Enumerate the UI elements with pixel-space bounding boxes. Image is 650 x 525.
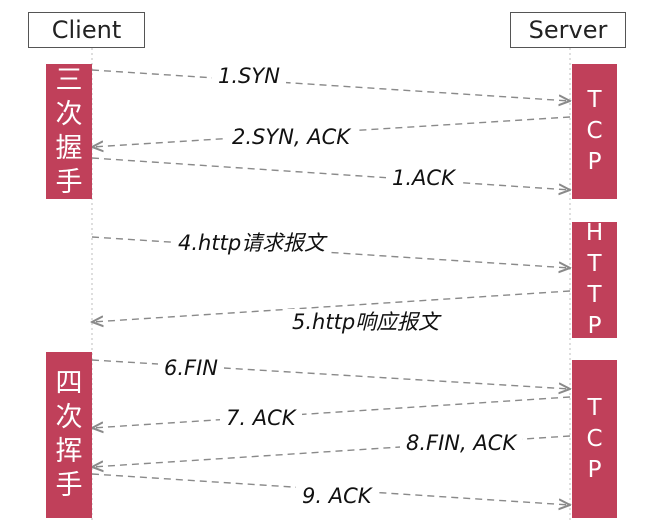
tcp-char: P: [587, 149, 602, 175]
message-arrow-3: [91, 157, 570, 190]
client-header: Client: [28, 12, 145, 48]
tcp-char: T: [587, 87, 602, 113]
server-http-block: H T T P: [572, 220, 617, 339]
message-label: 2.SYN, ACK: [226, 124, 357, 150]
server-tcp-block-bottom: T C P: [572, 360, 617, 518]
http-char: T: [587, 282, 602, 308]
server-tcp-block-top: T C P: [572, 64, 617, 199]
tcp-char: P: [587, 456, 602, 483]
handshake-char: 手: [55, 166, 83, 198]
message-arrow-6: [91, 359, 570, 389]
wave-char: 次: [55, 402, 83, 433]
handshake-char: 三: [55, 64, 83, 96]
message-arrow-5: [92, 290, 571, 322]
http-char: P: [587, 313, 602, 339]
server-header: Server: [510, 12, 626, 48]
message-arrow-1: [91, 69, 570, 101]
wave-char: 四: [55, 368, 83, 399]
message-arrow-2: [92, 116, 571, 147]
message-label: 5.http响应报文: [286, 309, 446, 335]
message-arrow-8: [92, 435, 571, 467]
http-char: T: [587, 251, 602, 277]
wave-char: 挥: [55, 436, 83, 467]
message-label: 1.SYN: [212, 63, 286, 89]
handshake-char: 握: [55, 132, 83, 164]
message-label: 7. ACK: [220, 405, 302, 431]
tcp-char: C: [586, 118, 603, 144]
tcp-char: C: [586, 425, 603, 452]
handshake-char: 次: [55, 98, 83, 130]
message-label: 8.FIN, ACK: [400, 430, 523, 456]
message-label: 4.http请求报文: [172, 230, 332, 256]
message-label: 6.FIN: [158, 355, 225, 381]
client-wave-block: 四 次 挥 手: [46, 352, 92, 518]
message-label: 1.ACK: [386, 165, 461, 191]
message-arrow-7: [92, 396, 571, 428]
message-label: 9. ACK: [296, 483, 378, 509]
client-handshake-block: 三 次 握 手: [46, 64, 92, 199]
http-char: H: [585, 220, 604, 246]
tcp-char: T: [587, 394, 602, 421]
message-arrow-9: [91, 473, 570, 505]
message-arrow-4: [91, 236, 570, 268]
wave-char: 手: [55, 470, 83, 501]
